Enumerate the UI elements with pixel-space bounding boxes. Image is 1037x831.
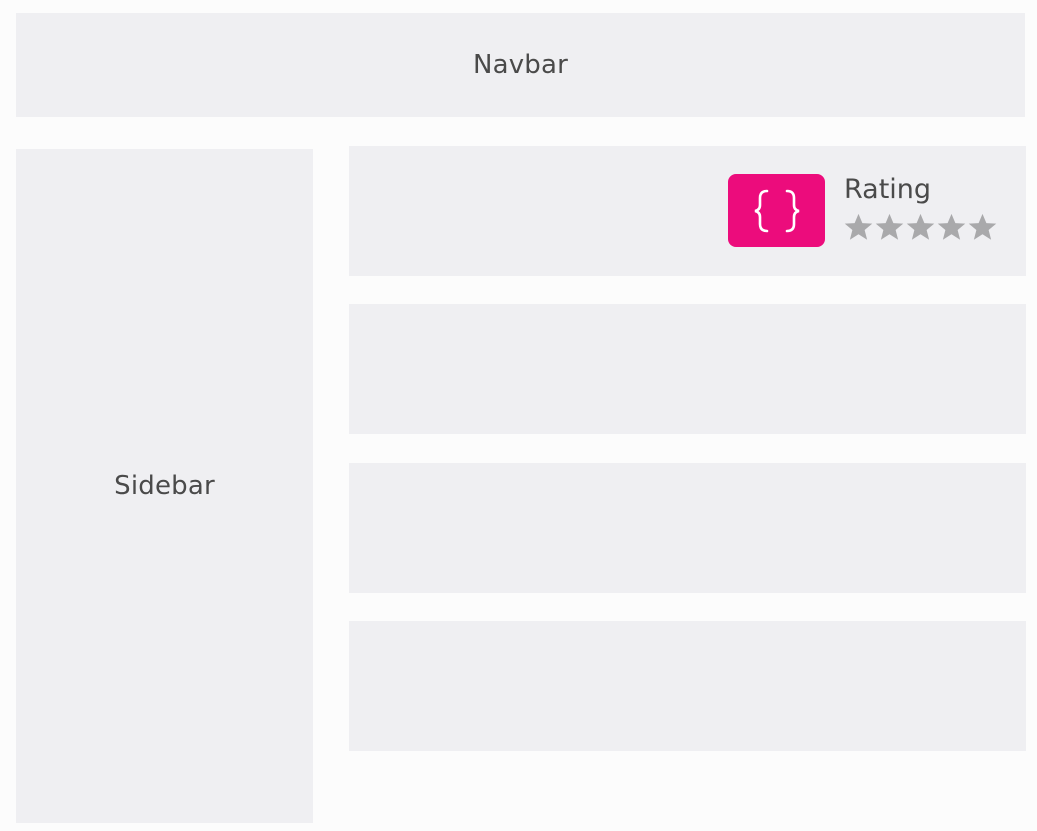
star-icon[interactable] <box>843 212 874 242</box>
star-icon[interactable] <box>936 212 967 242</box>
sidebar: Sidebar <box>16 149 313 823</box>
content-card <box>349 463 1026 593</box>
content-card <box>349 621 1026 751</box>
rating-card: Rating <box>349 146 1026 276</box>
star-rating[interactable] <box>843 212 998 242</box>
content-card <box>349 304 1026 434</box>
star-icon[interactable] <box>967 212 998 242</box>
sidebar-label: Sidebar <box>114 471 215 501</box>
navbar-label: Navbar <box>472 50 569 80</box>
rating-label: Rating <box>844 174 932 205</box>
curly-braces-icon <box>728 174 825 247</box>
navbar: Navbar <box>16 13 1025 117</box>
star-icon[interactable] <box>905 212 936 242</box>
star-icon[interactable] <box>874 212 905 242</box>
